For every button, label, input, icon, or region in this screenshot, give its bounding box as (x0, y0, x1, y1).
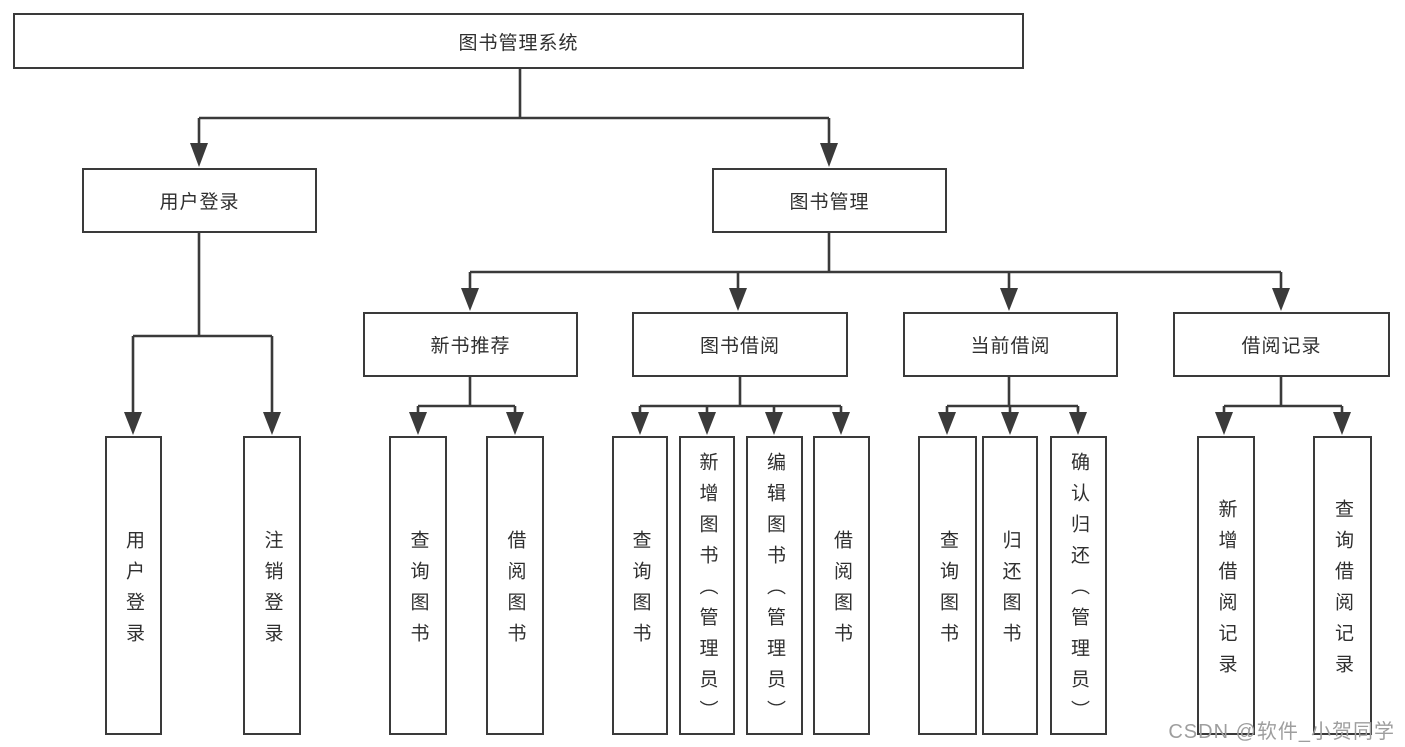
node-book-borrow-label: 图书借阅 (699, 336, 780, 357)
leaf-add-borrow-record: 新增借阅记录 (1197, 436, 1255, 735)
csdn-watermark: CSDN @软件_小贺同学 (1168, 721, 1395, 743)
leaf-confirm-return: 确认归还（管理员） (1050, 436, 1107, 735)
leaf-user-login-label: 用户登录 (123, 529, 144, 654)
leaf-query-books-3: 查询图书 (918, 436, 977, 735)
node-current-borrow-label: 当前借阅 (970, 336, 1051, 357)
leaf-query-books-1-label: 查询图书 (407, 529, 429, 654)
leaf-query-borrow-record-label: 查询借阅记录 (1332, 498, 1353, 685)
leaf-borrow-books-2: 借阅图书 (813, 436, 870, 735)
leaf-add-books-label: 新增图书（管理员） (696, 452, 718, 731)
leaf-logout-label: 注销登录 (261, 529, 283, 654)
node-book-management: 图书管理 (712, 168, 947, 233)
leaf-return-books-label: 归还图书 (999, 529, 1021, 654)
leaf-edit-books: 编辑图书（管理员） (746, 436, 803, 735)
leaf-edit-books-label: 编辑图书（管理员） (764, 452, 785, 731)
leaf-query-books-2-label: 查询图书 (629, 529, 651, 654)
node-root: 图书管理系统 (13, 13, 1024, 69)
leaf-query-borrow-record: 查询借阅记录 (1313, 436, 1372, 735)
node-root-label: 图书管理系统 (458, 32, 579, 54)
leaf-return-books: 归还图书 (982, 436, 1038, 735)
leaf-borrow-books-1: 借阅图书 (486, 436, 544, 735)
node-current-borrow: 当前借阅 (903, 312, 1118, 377)
leaf-user-login: 用户登录 (105, 436, 162, 735)
node-borrow-records-label: 借阅记录 (1241, 336, 1322, 357)
leaf-borrow-books-1-label: 借阅图书 (504, 529, 526, 654)
node-borrow-records: 借阅记录 (1173, 312, 1390, 377)
node-user-login: 用户登录 (82, 168, 317, 233)
leaf-logout: 注销登录 (243, 436, 301, 735)
leaf-query-books-3-label: 查询图书 (937, 529, 958, 654)
node-book-borrow: 图书借阅 (632, 312, 848, 377)
leaf-query-books-2: 查询图书 (612, 436, 668, 735)
leaf-confirm-return-label: 确认归还（管理员） (1068, 452, 1089, 731)
node-user-login-label: 用户登录 (159, 192, 240, 213)
leaf-borrow-books-2-label: 借阅图书 (831, 529, 852, 654)
leaf-add-books: 新增图书（管理员） (679, 436, 735, 735)
leaf-add-borrow-record-label: 新增借阅记录 (1215, 498, 1237, 685)
node-book-management-label: 图书管理 (789, 192, 870, 213)
node-new-book-recommend: 新书推荐 (363, 312, 578, 377)
leaf-query-books-1: 查询图书 (389, 436, 447, 735)
node-new-book-recommend-label: 新书推荐 (430, 336, 511, 357)
